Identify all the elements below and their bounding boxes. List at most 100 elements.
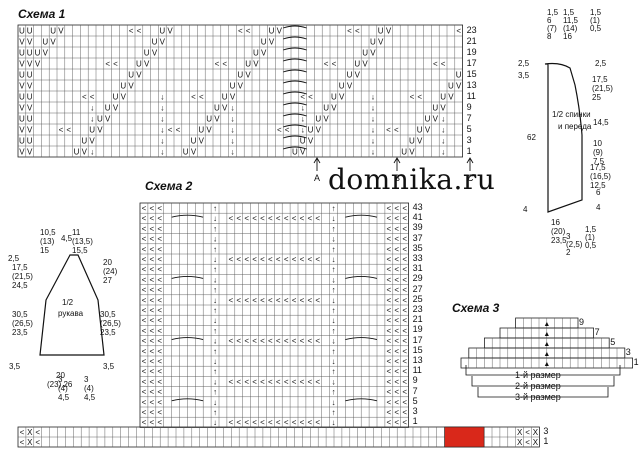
scheme3-row-number: 3 (625, 347, 631, 357)
scheme1-stitch: U (401, 148, 407, 157)
scheme2-row-number: 27 (412, 283, 423, 294)
scheme1-stitch: U (183, 148, 189, 157)
scheme2-stitch: < (252, 418, 257, 427)
scheme2-stitch: < (236, 255, 241, 264)
scheme2-stitch: < (268, 337, 273, 346)
scheme2-stitch: < (402, 275, 407, 284)
scheme2-row-number: 31 (412, 263, 423, 274)
scheme1-stitch: U (27, 137, 33, 146)
scheme1-row-number: 13 (466, 80, 477, 90)
scheme2-stitch: < (142, 357, 147, 366)
legend-stitch: X (517, 438, 523, 447)
scheme1-stitch: V (386, 27, 392, 36)
scheme2-stitch: < (157, 337, 162, 346)
scheme3-size-label: 2-й размер (515, 381, 561, 391)
scheme2-stitch: < (157, 224, 162, 233)
sleeve-top-s1: (13) (40, 237, 55, 246)
scheme2-stitch: < (402, 286, 407, 295)
scheme2-stitch: < (402, 347, 407, 356)
scheme1-cable (283, 146, 307, 150)
scheme2-stitch: ↑ (332, 224, 336, 233)
scheme2-stitch: < (394, 204, 399, 213)
scheme2-stitch: < (387, 214, 392, 223)
scheme2-stitch: < (315, 255, 320, 264)
scheme1-stitch: < (90, 93, 95, 102)
scheme1-row-number: 15 (466, 69, 477, 79)
scheme1-cable (283, 113, 307, 117)
scheme3-stitch: ▲ (543, 361, 550, 368)
scheme3-row-number: 1 (633, 357, 639, 367)
scheme2-stitch: < (394, 296, 399, 305)
scheme2-stitch: < (150, 316, 155, 325)
scheme1-stitch: U (237, 71, 243, 80)
scheme2-stitch: < (150, 245, 155, 254)
scheme2-stitch: < (142, 337, 147, 346)
scheme2-stitch: < (402, 204, 407, 213)
scheme1-stitch: V (214, 115, 220, 124)
scheme1-stitch: V (160, 38, 166, 47)
scheme1-stitch: U (97, 115, 103, 124)
scheme2-stitch: ↓ (213, 398, 217, 407)
scheme2-stitch: < (244, 337, 249, 346)
scheme1-row-number: 21 (466, 36, 477, 46)
scheme1-stitch: < (417, 93, 422, 102)
scheme1-stitch: U (89, 126, 95, 135)
scheme1-stitch: U (191, 137, 197, 146)
sleeve-right-rr2: 23,5 (100, 328, 116, 337)
scheme1-stitch: V (27, 104, 33, 113)
scheme2-stitch: ↑ (213, 245, 217, 254)
scheme1-stitch: V (19, 82, 25, 91)
scheme1-stitch: < (246, 27, 251, 36)
sleeve-top-s3: (13,5) (72, 237, 93, 246)
scheme2-stitch: < (150, 377, 155, 386)
scheme1-stitch: < (386, 126, 391, 135)
scheme1-stitch: U (362, 49, 368, 58)
scheme2-stitch: < (300, 418, 305, 427)
scheme2-stitch: < (387, 337, 392, 346)
scheme2-stitch: < (142, 306, 147, 315)
scheme2-stitch: < (292, 418, 297, 427)
scheme2-stitch: < (387, 357, 392, 366)
scheme2-stitch: < (236, 337, 241, 346)
scheme2-stitch: ↓ (213, 357, 217, 366)
scheme2-stitch: < (142, 265, 147, 274)
body-bottom-small-b1: 2 (566, 248, 571, 257)
scheme1-stitch: U (74, 148, 80, 157)
scheme1-stitch: V (19, 60, 25, 69)
scheme2-stitch: ↓ (332, 357, 336, 366)
scheme1-cable (283, 36, 307, 40)
body-top-t1: (7) (547, 24, 557, 33)
scheme1-stitch: V (27, 126, 33, 135)
scheme2-stitch: < (142, 398, 147, 407)
scheme1-stitch: V (425, 126, 431, 135)
scheme2-stitch: ↑ (213, 306, 217, 315)
scheme1-stitch: V (277, 27, 283, 36)
scheme2-stitch: < (150, 214, 155, 223)
scheme2-stitch: < (150, 347, 155, 356)
scheme1-stitch: U (206, 115, 212, 124)
scheme1-stitch: < (238, 27, 243, 36)
scheme2-row-number: 39 (412, 222, 423, 233)
scheme1-stitch: < (308, 93, 313, 102)
scheme1-stitch: V (27, 60, 33, 69)
scheme2-stitch: ↓ (332, 296, 336, 305)
scheme2-stitch: < (252, 296, 257, 305)
scheme2-stitch: < (150, 296, 155, 305)
scheme3-size-bracket (477, 387, 609, 398)
scheme1-stitch: V (300, 148, 306, 157)
scheme2-stitch: < (315, 418, 320, 427)
scheme1-stitch: V (136, 71, 142, 80)
scheme1-title: Схема 1 (18, 7, 66, 21)
scheme2-stitch: < (402, 388, 407, 397)
scheme2-stitch: < (394, 316, 399, 325)
body-right-r5: (16,5) (590, 172, 611, 181)
scheme2-stitch: ↓ (213, 418, 217, 427)
scheme2-stitch: < (268, 296, 273, 305)
scheme2-row-number: 37 (412, 232, 423, 243)
site-watermark: domnika.ru (328, 163, 496, 196)
scheme2-stitch: < (402, 408, 407, 417)
scheme1-cable (283, 102, 307, 106)
scheme1-stitch: V (339, 93, 345, 102)
scheme2-row-number: 1 (412, 416, 418, 427)
scheme2-stitch: < (150, 357, 155, 366)
